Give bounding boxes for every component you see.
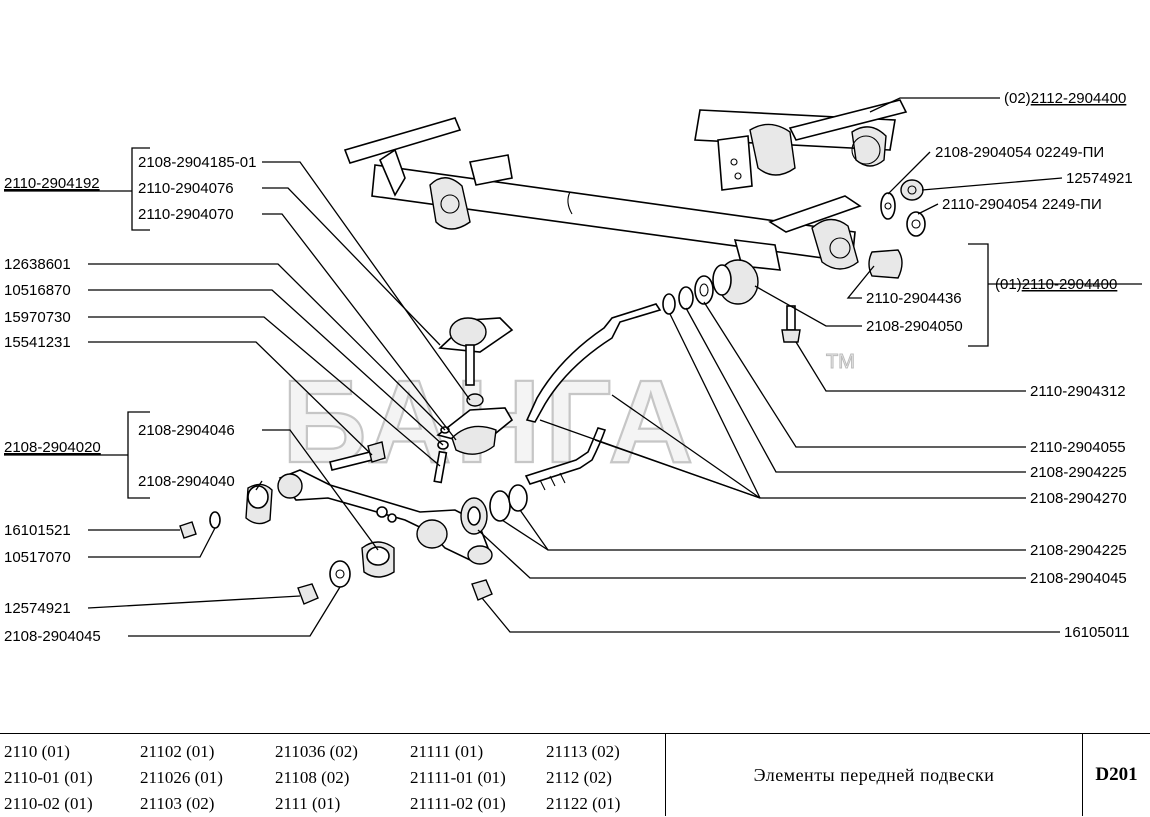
diagram-code: D201 (1095, 764, 1138, 785)
bushing-2108-2904050 (712, 259, 759, 305)
label-10517070: 10517070 (4, 549, 71, 566)
washer-2108-2904045-left (329, 560, 351, 588)
nut-12574921-right (900, 179, 924, 201)
washer-2110-2904054 (906, 211, 926, 237)
model-item: 2110-01 (01) (4, 768, 93, 787)
models-column-4: 21111 (01) 21111-01 (01) 21111-02 (01) (410, 739, 506, 817)
label-2110-2904055: 2110-2904055 (1030, 439, 1126, 456)
footer-table: 2110 (01) 2110-01 (01) 2110-02 (01) 2110… (0, 733, 1150, 816)
models-column-1: 2110 (01) 2110-01 (01) 2110-02 (01) (4, 739, 93, 817)
nut-16101521 (179, 521, 197, 539)
label-2108-2904050: 2108-2904050 (866, 318, 963, 335)
washer-2110-2904055 (694, 275, 714, 305)
silent-block-2108-2904040 (245, 483, 273, 525)
nut-12574921-left (297, 583, 319, 605)
strut-rod-upper (525, 303, 662, 423)
label-2108-2904270: 2108-2904270 (1030, 490, 1127, 507)
label-2110-2904076: 2110-2904076 (138, 180, 234, 197)
label-2108-2904046: 2108-2904046 (138, 422, 235, 439)
label-2108-2904054-02249: 2108-2904054 02249-ПИ (935, 144, 1104, 161)
label-16105011: 16105011 (1064, 624, 1130, 641)
model-item: 211036 (02) (275, 742, 358, 761)
label-2108-2904185-01: 2108-2904185-01 (138, 154, 256, 171)
models-column-5: 21113 (02) 2112 (02) 21122 (01) (546, 739, 620, 817)
model-item: 21113 (02) (546, 742, 620, 761)
applicable-models: 2110 (01) 2110-01 (01) 2110-02 (01) 2110… (0, 734, 666, 816)
model-item: 21122 (01) (546, 794, 621, 813)
label-2110-2904436: 2110-2904436 (866, 290, 962, 307)
model-item: 21103 (02) (140, 794, 215, 813)
model-item: 2110 (01) (4, 742, 70, 761)
bushing-2108-2904045-right (460, 497, 488, 535)
label-12574921-left: 12574921 (4, 600, 71, 617)
front-crossmember-beam (343, 117, 862, 271)
label-2110-2904312: 2110-2904312 (1030, 383, 1126, 400)
label-15541231: 15541231 (4, 334, 71, 351)
models-column-2: 21102 (01) 211026 (01) 21103 (02) (140, 739, 223, 817)
model-item: 21111 (01) (410, 742, 484, 761)
bolt-15970730 (433, 450, 448, 484)
label-beam-01: (01)2110-2904400 (995, 276, 1117, 293)
washer-2904054-02 (880, 192, 896, 220)
label-10516870: 10516870 (4, 282, 71, 299)
ball-joint-boot (436, 407, 514, 455)
label-12638601: 12638601 (4, 256, 71, 273)
bolt-15541231 (329, 441, 386, 471)
diagram-title: Элементы передней подвески (666, 734, 1083, 816)
label-beam-02: (02)2112-2904400 (1004, 90, 1126, 107)
label-2108-2904225-lower: 2108-2904225 (1030, 542, 1127, 559)
model-item: 2112 (02) (546, 768, 612, 787)
model-item: 2111 (01) (275, 794, 341, 813)
watermark-trademark: TM (826, 351, 855, 373)
leader-lines (4, 97, 1142, 637)
washer-2108-2904225-upper (678, 286, 694, 310)
model-item: 21111-01 (01) (410, 768, 506, 787)
bolt-2110-2904312 (781, 305, 801, 343)
lower-arm (277, 469, 493, 565)
model-item: 2110-02 (01) (4, 794, 93, 813)
bushing-2108-2904046 (361, 541, 395, 578)
model-item: 21102 (01) (140, 742, 215, 761)
model-item: 21108 (02) (275, 768, 350, 787)
model-item: 211026 (01) (140, 768, 223, 787)
models-column-3: 211036 (02) 21108 (02) 2111 (01) (275, 739, 358, 817)
label-group-2110-2904192: 2110-2904192 (4, 175, 100, 192)
nut-16105011 (471, 579, 493, 601)
washer-10517070 (209, 511, 221, 529)
label-12574921-right: 12574921 (1066, 170, 1133, 187)
label-2110-2904070: 2110-2904070 (138, 206, 234, 223)
alt-crossmember-beam (694, 99, 908, 191)
model-item: 21111-02 (01) (410, 794, 506, 813)
label-2108-2904045-left: 2108-2904045 (4, 628, 101, 645)
washer-2108-2904225-lower (489, 484, 528, 522)
label-group-2108-2904020: 2108-2904020 (4, 439, 101, 456)
label-16101521: 16101521 (4, 522, 71, 539)
plug-2110-2904436 (868, 249, 903, 279)
label-15970730: 15970730 (4, 309, 71, 326)
label-2108-2904225-upper: 2108-2904225 (1030, 464, 1127, 481)
ball-joint (438, 317, 514, 407)
label-2110-2904054-2249: 2110-2904054 2249-ПИ (942, 196, 1102, 213)
washer-upper-small (662, 293, 676, 315)
label-2108-2904040: 2108-2904040 (138, 473, 235, 490)
suspension-diagram: БАНГА TM (4, 90, 1142, 645)
label-2108-2904045-right: 2108-2904045 (1030, 570, 1127, 587)
